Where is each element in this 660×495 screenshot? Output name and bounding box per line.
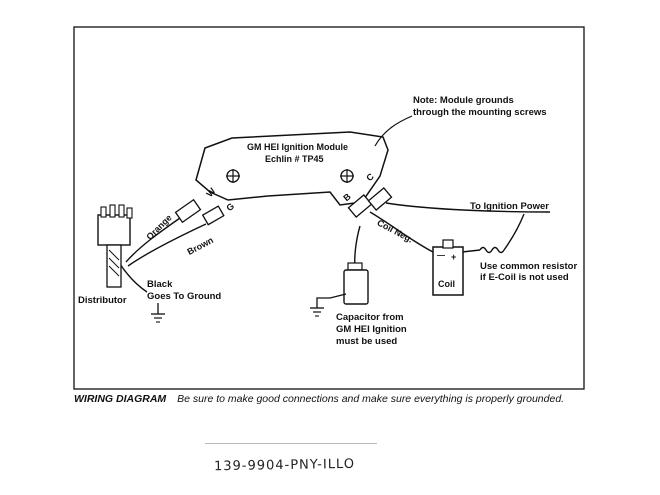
ground-symbol-distributor (151, 303, 165, 323)
note-label-line1: Note: Module grounds (413, 95, 514, 106)
wire-orange (125, 217, 181, 263)
wire-black (119, 263, 148, 293)
terminal-b-label: B (341, 191, 353, 203)
wire-brown (127, 223, 207, 267)
capacitor-note-line2: GM HEI Ignition (336, 324, 407, 335)
wire-to-ignition-power (385, 202, 551, 213)
black-wire-label-line2: Goes To Ground (147, 291, 221, 302)
coil-minus-label: — (437, 251, 445, 260)
module-part-label: Echlin # TP45 (265, 154, 324, 164)
orange-wire-label: Orange (144, 213, 173, 242)
black-wire-label-line1: Black (147, 279, 173, 290)
capacitor-note-line3: must be used (336, 336, 397, 347)
handwritten-note: 139-9904-PNY-ILLO (213, 456, 356, 475)
distributor (97, 204, 133, 288)
connector-c (367, 187, 393, 211)
caption-text: Be sure to make good connections and mak… (177, 393, 565, 405)
connector-g (201, 205, 225, 226)
connector-w (174, 198, 202, 224)
distributor-label: Distributor (78, 295, 127, 306)
connector-b (347, 194, 373, 218)
wire-resistor-to-power (503, 213, 525, 251)
ignition-module (195, 131, 389, 206)
diagram-caption: WIRING DIAGRAM Be sure to make good conn… (74, 393, 654, 405)
capacitor-note-line1: Capacitor from (336, 312, 404, 323)
wire-capacitor (354, 225, 361, 269)
coil-label: Coil (438, 279, 455, 289)
note-label-line2: through the mounting screws (413, 107, 547, 118)
brown-wire-label: Brown (186, 235, 215, 257)
ignition-coil (432, 239, 464, 296)
module-name-label: GM HEI Ignition Module (247, 142, 348, 152)
diagram-frame (73, 26, 585, 390)
mounting-screw-left (226, 169, 240, 183)
coil-neg-label: Coil Neg. (375, 218, 414, 245)
caption-title: WIRING DIAGRAM (74, 393, 167, 405)
to-ignition-power-label: To Ignition Power (470, 201, 549, 212)
note-leader-line (374, 115, 413, 147)
resistor-note-line1: Use common resistor (480, 261, 577, 272)
resistor-note-line2: if E-Coil is not used (480, 272, 569, 283)
terminal-g-label: G (224, 201, 236, 213)
pen-line (205, 443, 377, 444)
coil-plus-label: + (451, 252, 456, 262)
terminal-c-label: C (364, 171, 376, 183)
mounting-screw-right (340, 169, 354, 183)
wire-coil-plus (461, 249, 481, 253)
ground-symbol-capacitor (310, 307, 324, 317)
resistor (479, 246, 505, 254)
capacitor (316, 262, 369, 308)
wire-coil-neg (369, 211, 434, 253)
